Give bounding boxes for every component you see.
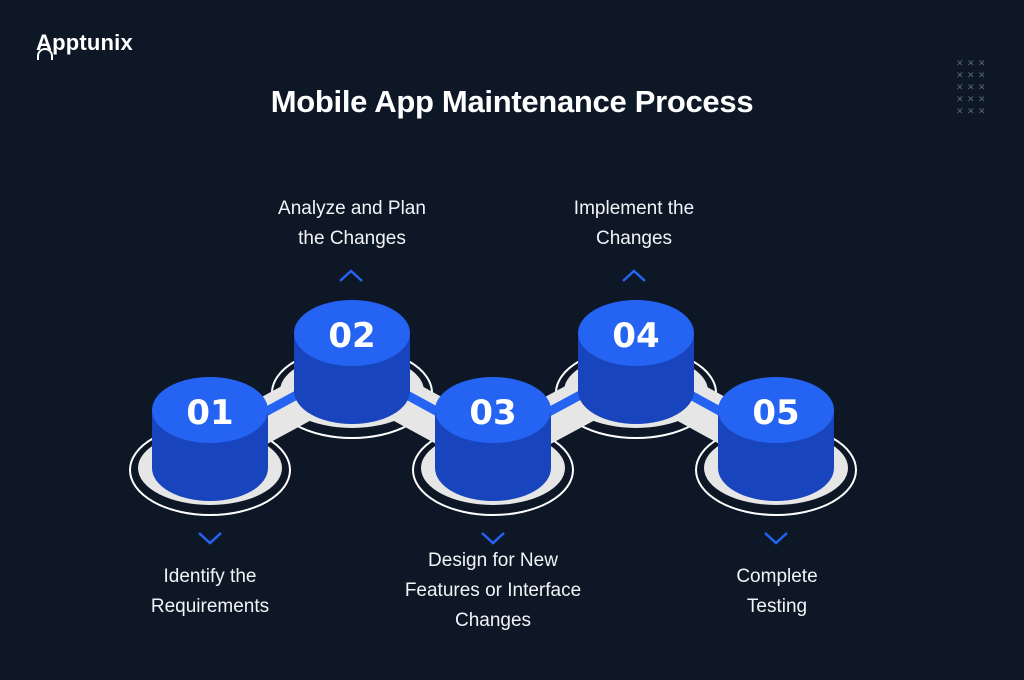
- chevron-up-icon: [339, 269, 363, 282]
- step-cylinder-02: 02: [294, 300, 410, 424]
- step-cylinder-04: 04: [578, 300, 694, 424]
- step-number-01: 01: [186, 393, 233, 433]
- chevron-down-icon: [481, 532, 505, 545]
- brand-name: Apptunix: [36, 30, 133, 55]
- step-cylinder-01: 01: [152, 377, 268, 501]
- brand-logo: Apptunix: [36, 30, 133, 60]
- step-label-05: Complete Testing: [736, 566, 818, 617]
- step-cylinder-03: 03: [435, 377, 551, 501]
- step-label-03: Design for New Features or Interface Cha…: [404, 550, 582, 631]
- step-number-04: 04: [612, 316, 659, 356]
- step-number-02: 02: [328, 316, 375, 356]
- step-label-02: Analyze and Plan the Changes: [278, 198, 426, 249]
- step-cylinder-05: 05: [718, 377, 834, 501]
- chevron-up-icon: [622, 269, 646, 282]
- chevron-down-icon: [198, 532, 222, 545]
- step-number-05: 05: [752, 393, 799, 433]
- step-label-04: Implement the Changes: [573, 198, 695, 249]
- chevron-down-icon: [764, 532, 788, 545]
- decorative-dot-grid-icon: ✕✕✕ ✕✕✕ ✕✕✕ ✕✕✕ ✕✕✕: [956, 58, 986, 116]
- page-title: Mobile App Maintenance Process: [270, 84, 754, 119]
- step-label-01: Identify the Requirements: [150, 566, 270, 617]
- step-number-03: 03: [469, 393, 516, 433]
